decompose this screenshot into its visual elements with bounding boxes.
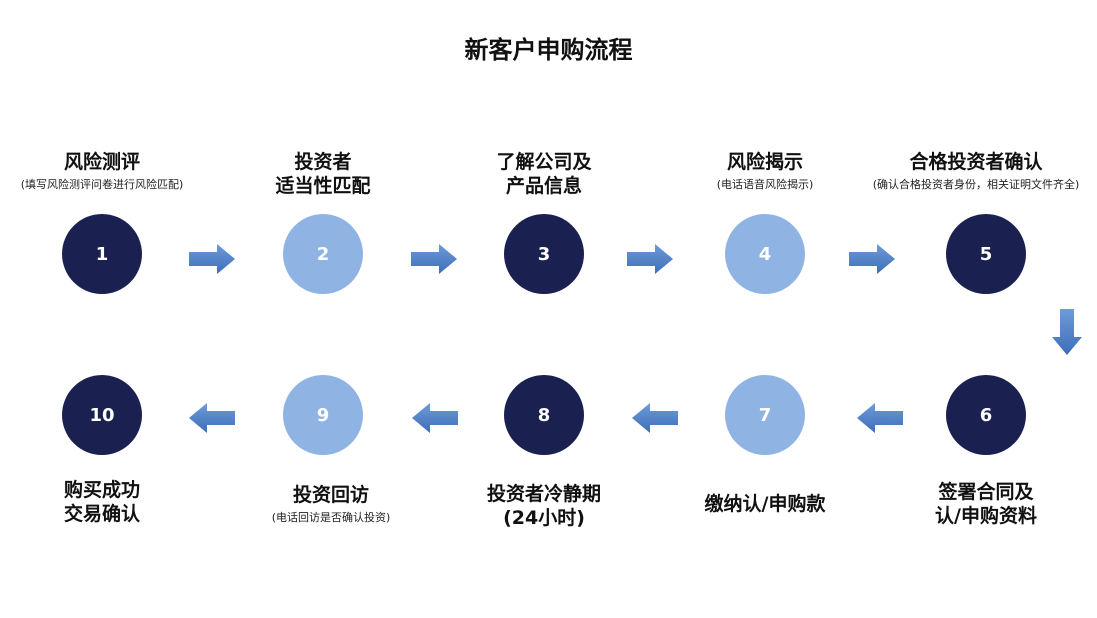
step-7-number: 7 xyxy=(758,404,772,426)
step-4-label: 风险揭示 xyxy=(726,151,803,173)
arrow-right-icon xyxy=(849,244,895,274)
step-2-text: 投资者 适当性匹配 xyxy=(203,150,443,198)
step-5-circle: 5 xyxy=(946,214,1026,294)
step-2-label: 投资者 适当性匹配 xyxy=(275,151,371,197)
step-7-text: 缴纳认/申购款 xyxy=(645,492,885,516)
step-1-label: 风险测评 xyxy=(63,151,140,173)
step-8-circle: 8 xyxy=(504,375,584,455)
step-10-text: 购买成功 交易确认 xyxy=(0,478,222,526)
step-2-circle: 2 xyxy=(283,214,363,294)
step-10-number: 10 xyxy=(89,404,115,426)
step-9-label: 投资回访 xyxy=(292,484,369,506)
arrow-left-icon xyxy=(632,403,678,433)
step-9-note: (电话回访是否确认投资) xyxy=(271,511,391,524)
step-8-label: 投资者冷静期 (24小时) xyxy=(486,483,601,529)
arrow-right-icon xyxy=(189,244,235,274)
step-5-label: 合格投资者确认 xyxy=(909,151,1043,173)
page-title: 新客户申购流程 xyxy=(464,36,633,64)
step-3-circle: 3 xyxy=(504,214,584,294)
step-3-text: 了解公司及 产品信息 xyxy=(424,150,664,198)
step-7-circle: 7 xyxy=(725,375,805,455)
step-1-number: 1 xyxy=(95,243,109,265)
step-4-note: (电话语音风险揭示) xyxy=(716,178,814,191)
step-8-number: 8 xyxy=(537,404,551,426)
step-8-text: 投资者冷静期 (24小时) xyxy=(424,482,664,530)
step-4-circle: 4 xyxy=(725,214,805,294)
step-6-label: 签署合同及 认/申购资料 xyxy=(935,481,1037,527)
step-9-circle: 9 xyxy=(283,375,363,455)
arrow-left-icon xyxy=(857,403,903,433)
arrow-right-icon xyxy=(627,244,673,274)
step-5-text: 合格投资者确认 (确认合格投资者身份，相关证明文件齐全) xyxy=(851,150,1097,193)
step-3-number: 3 xyxy=(537,243,551,265)
step-2-number: 2 xyxy=(316,243,330,265)
step-1-text: 风险测评 (填写风险测评问卷进行风险匹配) xyxy=(0,150,222,193)
arrow-down-icon xyxy=(1052,309,1082,355)
step-7-label: 缴纳认/申购款 xyxy=(704,493,826,515)
step-9-number: 9 xyxy=(316,404,330,426)
step-10-circle: 10 xyxy=(62,375,142,455)
arrow-left-icon xyxy=(412,403,458,433)
step-4-number: 4 xyxy=(758,243,772,265)
step-3-label: 了解公司及 产品信息 xyxy=(496,151,592,197)
step-6-text: 签署合同及 认/申购资料 xyxy=(866,480,1097,528)
step-1-note: (填写风险测评问卷进行风险匹配) xyxy=(20,178,184,191)
arrow-left-icon xyxy=(189,403,235,433)
step-9-text: 投资回访 (电话回访是否确认投资) xyxy=(211,483,451,526)
step-6-circle: 6 xyxy=(946,375,1026,455)
arrow-right-icon xyxy=(411,244,457,274)
step-1-circle: 1 xyxy=(62,214,142,294)
step-5-note: (确认合格投资者身份，相关证明文件齐全) xyxy=(872,178,1080,191)
step-6-number: 6 xyxy=(979,404,993,426)
step-4-text: 风险揭示 (电话语音风险揭示) xyxy=(645,150,885,193)
step-5-number: 5 xyxy=(979,243,993,265)
step-10-label: 购买成功 交易确认 xyxy=(63,479,140,525)
